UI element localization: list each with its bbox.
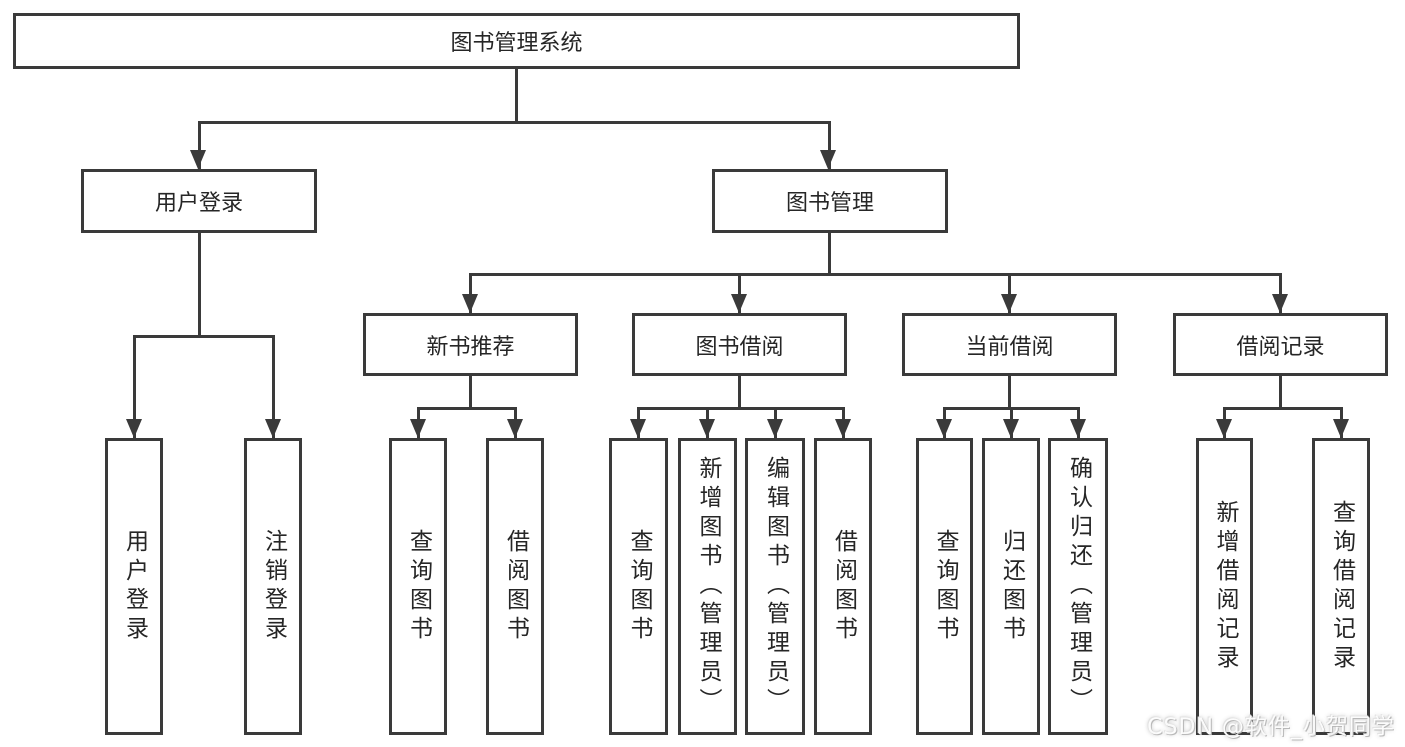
node-leaf-logout: 注销登录: [244, 438, 302, 735]
node-leaf-borrow-books-2: 借阅图书: [814, 438, 872, 735]
node-leaf-query-borrow-record: 查询借阅记录: [1312, 438, 1370, 735]
connector-current-borrow-trunk: [1008, 376, 1011, 410]
connector-root-trunk: [515, 68, 518, 121]
node-current-borrow: 当前借阅: [902, 313, 1117, 376]
connector-drop-borrow-records: [1279, 273, 1282, 313]
connector-drop-new-book-recommend: [469, 273, 472, 313]
node-leaf-edit-books-admin: 编辑图书（管理员）: [745, 438, 805, 735]
node-leaf-edit-books-admin-label: 编辑图书（管理员）: [762, 456, 789, 717]
arrowhead-down-icon: [126, 419, 142, 438]
arrowhead-down-icon: [265, 419, 281, 438]
arrowhead-down-icon: [1001, 294, 1017, 313]
arrowhead-down-icon: [630, 419, 646, 438]
node-leaf-add-books-admin-label: 新增图书（管理员）: [695, 456, 721, 717]
arrowhead-down-icon: [835, 419, 851, 438]
node-leaf-borrow-books-1-label: 借阅图书: [502, 528, 529, 645]
connector-book-borrow-split: [637, 407, 845, 410]
arrowhead-down-icon: [731, 294, 747, 313]
node-new-book-recommend: 新书推荐: [363, 313, 578, 376]
connector-drop-leaf-logout: [272, 335, 275, 438]
arrowhead-down-icon: [820, 150, 836, 169]
node-leaf-query-books-1: 查询图书: [389, 438, 447, 735]
connector-user-login-trunk: [198, 232, 201, 336]
csdn-watermark: CSDN @软件_小贺同学: [1147, 715, 1395, 740]
node-leaf-query-books-1-label: 查询图书: [405, 528, 432, 645]
node-current-borrow-label: 当前借阅: [965, 334, 1054, 360]
node-leaf-add-books-admin: 新增图书（管理员）: [678, 438, 737, 735]
connector-book-management-trunk: [828, 233, 831, 276]
arrowhead-down-icon: [1333, 419, 1349, 438]
arrowhead-down-icon: [1216, 419, 1232, 438]
node-root-label: 图书管理系统: [450, 31, 583, 56]
arrowhead-down-icon: [507, 419, 523, 438]
connector-drop-leaf-user-login: [133, 335, 136, 438]
node-leaf-query-books-2-label: 查询图书: [626, 528, 652, 645]
node-leaf-logout-label: 注销登录: [260, 528, 287, 645]
node-borrow-records: 借阅记录: [1173, 313, 1388, 376]
node-user-login: 用户登录: [81, 169, 317, 233]
node-leaf-add-borrow-record-label: 新增借阅记录: [1212, 499, 1238, 674]
node-leaf-return-books: 归还图书: [982, 438, 1040, 735]
connector-book-borrow-trunk: [738, 376, 741, 410]
connector-new-book-recommend-split: [417, 407, 517, 410]
node-book-management: 图书管理: [712, 169, 948, 233]
node-leaf-query-books-3: 查询图书: [916, 438, 973, 735]
node-leaf-add-borrow-record: 新增借阅记录: [1196, 438, 1253, 735]
node-leaf-user-login-label: 用户登录: [121, 528, 148, 645]
arrowhead-down-icon: [462, 294, 478, 313]
node-book-borrow-label: 图书借阅: [695, 334, 784, 360]
node-book-management-label: 图书管理: [785, 191, 874, 216]
connector-root-split: [198, 121, 831, 124]
node-leaf-return-books-label: 归还图书: [998, 528, 1025, 645]
arrowhead-down-icon: [699, 419, 715, 438]
connector-drop-book-management: [828, 121, 831, 169]
connector-drop-current-borrow: [1008, 273, 1011, 313]
node-user-login-label: 用户登录: [154, 191, 243, 216]
connector-new-book-recommend-trunk: [469, 376, 472, 410]
arrowhead-down-icon: [190, 150, 206, 169]
node-leaf-user-login: 用户登录: [105, 438, 163, 735]
node-borrow-records-label: 借阅记录: [1236, 334, 1325, 360]
node-leaf-borrow-books-1: 借阅图书: [486, 438, 544, 735]
arrowhead-down-icon: [767, 419, 783, 438]
connector-level3-split: [469, 273, 1282, 276]
node-book-borrow: 图书借阅: [632, 313, 847, 376]
node-leaf-query-borrow-record-label: 查询借阅记录: [1328, 499, 1355, 674]
node-leaf-query-books-2: 查询图书: [609, 438, 668, 735]
arrowhead-down-icon: [1003, 419, 1019, 438]
arrowhead-down-icon: [410, 419, 426, 438]
connector-drop-book-borrow: [738, 273, 741, 313]
arrowhead-down-icon: [936, 419, 952, 438]
connector-user-login-split: [133, 335, 275, 338]
node-root: 图书管理系统: [13, 13, 1020, 69]
node-leaf-borrow-books-2-label: 借阅图书: [830, 528, 857, 645]
node-new-book-recommend-label: 新书推荐: [426, 334, 515, 360]
connector-borrow-records-trunk: [1279, 376, 1282, 410]
connector-drop-user-login: [198, 121, 201, 169]
node-leaf-confirm-return-admin: 确认归还（管理员）: [1048, 438, 1108, 735]
node-leaf-confirm-return-admin-label: 确认归还（管理员）: [1065, 456, 1092, 717]
connector-borrow-records-split: [1223, 407, 1343, 410]
arrowhead-down-icon: [1070, 419, 1086, 438]
node-leaf-query-books-3-label: 查询图书: [932, 528, 958, 645]
arrowhead-down-icon: [1272, 294, 1288, 313]
